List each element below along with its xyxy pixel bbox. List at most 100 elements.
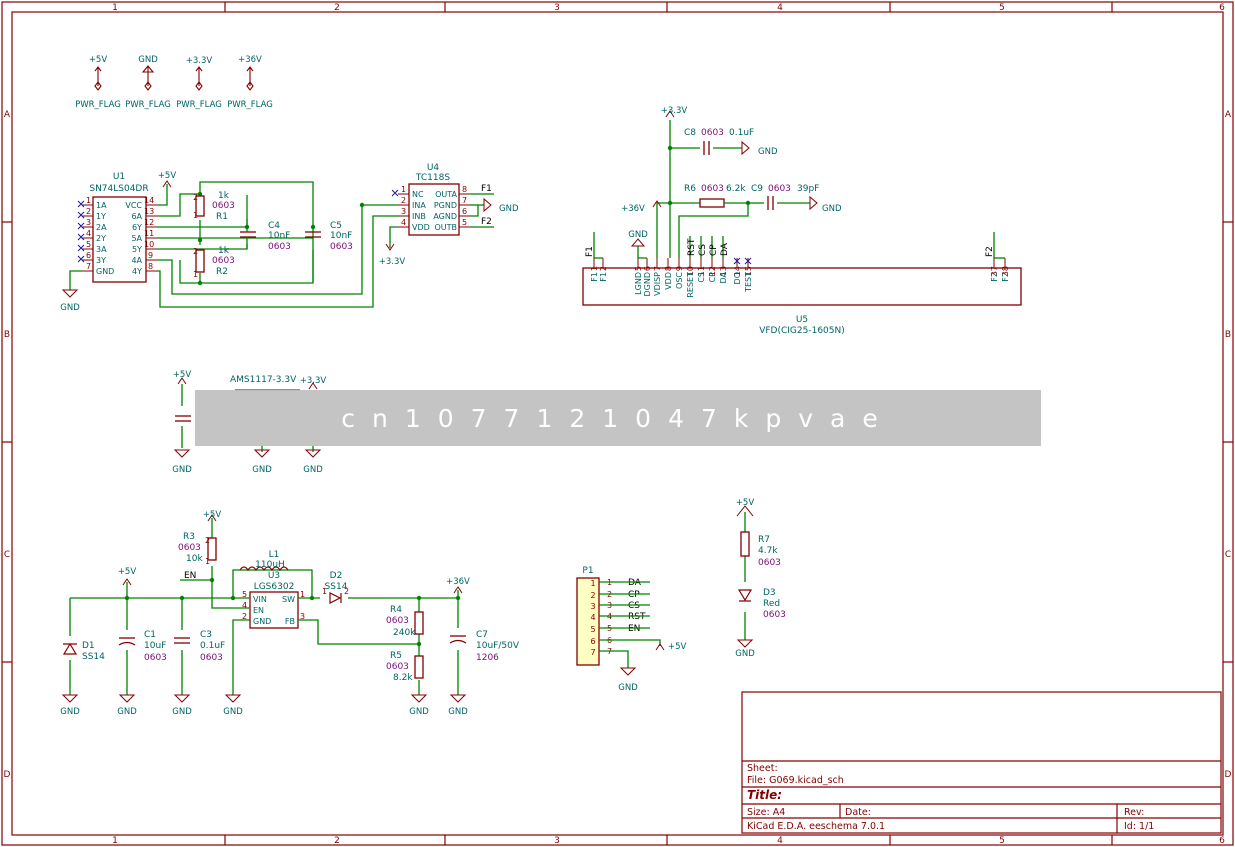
u3-boost-converter: U3 LGS6302 VIN EN GND SW FB 542 13 L1 11… xyxy=(60,510,520,717)
u1-wiring: GND +5V xyxy=(60,171,398,313)
power-5v-label: +5V xyxy=(173,370,192,380)
title-block-file: File: G069.kicad_sch xyxy=(747,775,844,786)
svg-text:2: 2 xyxy=(193,193,198,202)
border-column-label: 1 xyxy=(112,3,118,13)
r6-ref: R6 xyxy=(684,184,696,194)
svg-text:2: 2 xyxy=(344,587,349,596)
u4-pin-number: 7 xyxy=(462,196,467,205)
svg-text:5: 5 xyxy=(242,590,247,599)
p1-pin-body-number: 6 xyxy=(590,637,595,646)
power-5v-label: +5V xyxy=(736,498,755,508)
u1-pin-number: 2 xyxy=(86,207,91,216)
c4-footprint: 0603 xyxy=(268,242,291,252)
p1-pin-body-number: 2 xyxy=(590,591,595,600)
u1-pin-number: 10 xyxy=(144,240,154,249)
u1-pin-number: 1 xyxy=(86,196,91,205)
r4-footprint: 0603 xyxy=(386,616,409,626)
net-label-f1: F1 xyxy=(481,184,492,194)
power-3v3-label: +3.3V xyxy=(300,376,327,386)
r3-footprint: 0603 xyxy=(178,543,201,553)
net-label-rst: RST xyxy=(687,238,697,256)
l1-ref: L1 xyxy=(269,550,280,560)
c4-capacitor: C4 10nF 0603 xyxy=(240,219,291,252)
border-column-label: 2 xyxy=(334,3,340,13)
u1-pin-name: 1A xyxy=(96,201,107,210)
u2-value: AMS1117-3.3V xyxy=(230,375,297,385)
u4-pin-number: 2 xyxy=(401,196,406,205)
gnd-label: GND xyxy=(628,230,648,240)
u1-pin-number: 5 xyxy=(86,240,91,249)
u5-pin-number: 6 xyxy=(643,266,652,271)
u1-pin-number: 12 xyxy=(144,218,154,227)
r2-resistor: 21 1k 0603 R2 xyxy=(193,246,235,279)
border-column-label: 5 xyxy=(999,836,1005,846)
r5-footprint: 0603 xyxy=(386,662,409,672)
svg-text:1: 1 xyxy=(193,270,198,279)
svg-text:4: 4 xyxy=(242,601,247,610)
u4-pin-name: INA xyxy=(412,201,426,210)
u4-pin-number: 6 xyxy=(462,207,467,216)
u5-vfd-display: U5 VFD(CIG25-1605N) 1F12F15LGND6DGND7VDI… xyxy=(582,106,1022,336)
gnd-label: GND xyxy=(303,465,323,475)
gnd-label: GND xyxy=(822,204,842,214)
r5-value: 8.2k xyxy=(393,673,413,683)
p1-pin-body-number: 4 xyxy=(590,613,595,622)
border-column-label: 3 xyxy=(554,836,560,846)
u1-pin-number: 6 xyxy=(86,251,91,260)
p1-pin-body-number: 5 xyxy=(590,625,595,634)
power-36v-label: +36V xyxy=(446,577,470,587)
u3-pin-name: GND xyxy=(253,617,271,626)
gnd-label: GND xyxy=(252,465,272,475)
u1-pin-name: GND xyxy=(96,267,114,276)
border-row-label: D xyxy=(1225,770,1232,780)
u5-pin-number: 7 xyxy=(653,266,662,271)
border-column-label: 6 xyxy=(1219,836,1225,846)
gnd-label: GND xyxy=(117,707,137,717)
u4-pin-name: NC xyxy=(412,190,424,199)
c3-ref: C3 xyxy=(200,630,212,640)
u5-pin-number: 12 xyxy=(708,266,717,276)
u3-pin-name: EN xyxy=(253,606,264,615)
u4-pin-name: OUTB xyxy=(434,223,457,232)
u4-driver: U4 TC118S 1 2 3 4 NC INA INB VDD 8 7 6 5… xyxy=(379,163,519,267)
u5-pin-name: F2 xyxy=(1001,272,1010,282)
c8-value: 0.1uF xyxy=(729,128,754,138)
u1-ref: U1 xyxy=(113,172,125,182)
u4-pin-name: OUTA xyxy=(435,190,457,199)
power-5v-label: +5V xyxy=(203,510,222,520)
c9-ref: C9 xyxy=(751,184,763,194)
u5-pin-name: LGND xyxy=(634,272,643,295)
r6-footprint: 0603 xyxy=(701,184,724,194)
border-row-label: A xyxy=(4,110,11,120)
c9-value: 39pF xyxy=(797,184,819,194)
u1-pin-number: 9 xyxy=(148,251,153,260)
u4-pin-name: AGND xyxy=(433,212,457,221)
svg-text:2: 2 xyxy=(205,536,210,545)
u1-pin-number: 13 xyxy=(144,207,154,216)
u5-pin-name: CS xyxy=(697,272,706,283)
p1-net-label: EN xyxy=(628,624,640,634)
power-5v-label: +5V xyxy=(158,171,177,181)
svg-text:3: 3 xyxy=(300,612,305,621)
c1-footprint: 0603 xyxy=(144,653,167,663)
c1-value: 10uF xyxy=(144,641,166,651)
r2-value: 1k xyxy=(218,246,230,256)
gnd-label: GND xyxy=(735,649,755,659)
border-column-label: 1 xyxy=(112,836,118,846)
c3-footprint: 0603 xyxy=(200,653,223,663)
c5-ref: C5 xyxy=(330,221,342,231)
svg-text:2: 2 xyxy=(242,612,247,621)
p1-ref: P1 xyxy=(582,566,593,576)
r2-footprint: 0603 xyxy=(212,256,235,266)
c7-value: 10uF/50V xyxy=(476,641,520,651)
led-indicator: +5V GND R7 4.7k 0603 D3 Red 0603 xyxy=(735,498,786,659)
u4-pin-number: 3 xyxy=(401,207,406,216)
u4-pin-name: VDD xyxy=(412,223,430,232)
p1-net-label: CP xyxy=(628,590,640,600)
u1-pin-number: 8 xyxy=(148,262,153,271)
d2-value: SS14 xyxy=(325,582,348,592)
title-block-id: Id: 1/1 xyxy=(1124,821,1154,832)
u5-pin-number: 8 xyxy=(664,266,673,271)
